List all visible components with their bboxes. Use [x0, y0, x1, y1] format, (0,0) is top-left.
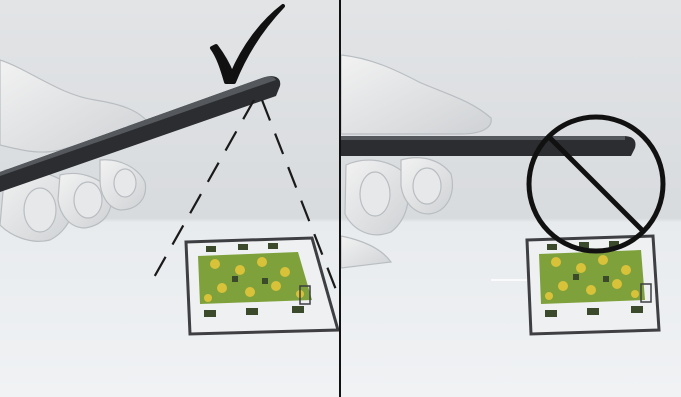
panel-incorrect: prohibited	[341, 0, 681, 397]
panel-incorrect-illustration	[341, 0, 681, 397]
panel-correct: checkmark	[0, 0, 340, 397]
scanner-device	[341, 136, 636, 156]
panel-correct-illustration	[0, 0, 340, 397]
target-card	[186, 238, 338, 334]
